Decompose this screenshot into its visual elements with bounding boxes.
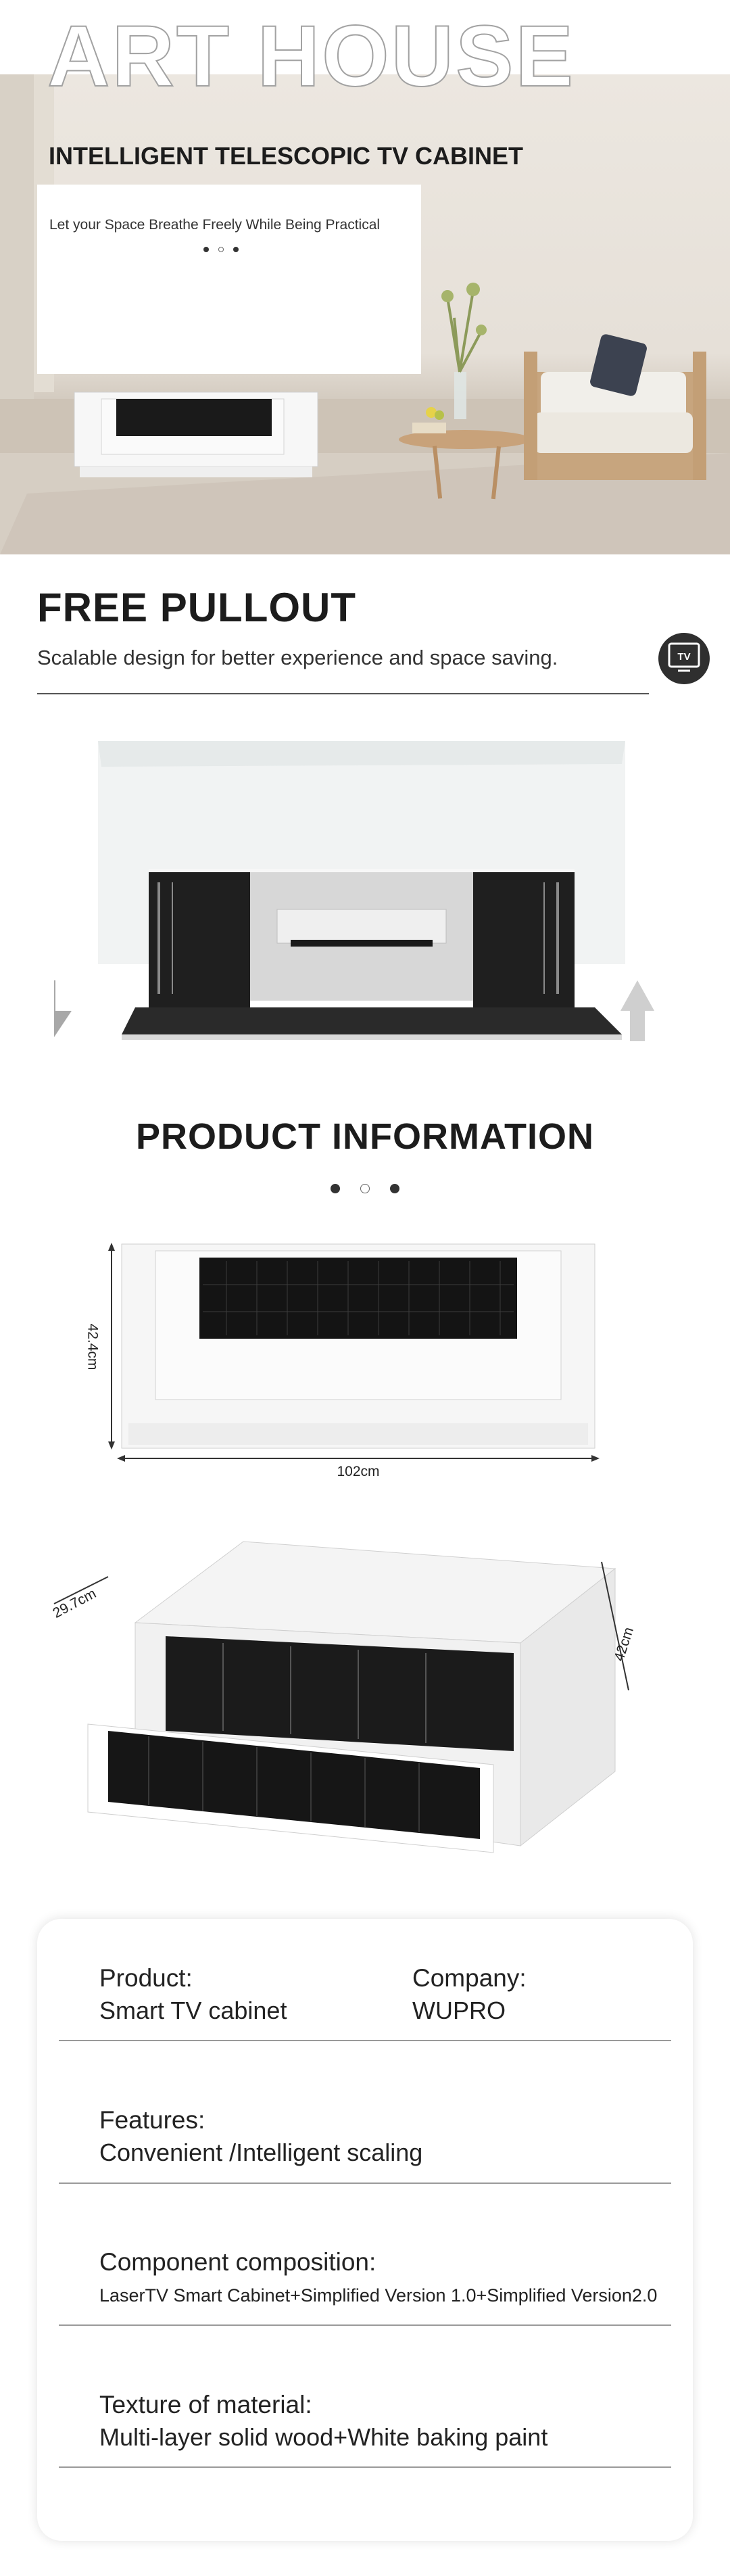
cabinet-front-dimension-image: 42.4cm 102cm [54,1231,662,1487]
product-value: Smart TV cabinet [99,1997,287,2024]
company-value: WUPRO [412,1997,506,2024]
cabinet-isometric-image: 29.7cm 42cm [47,1528,656,1880]
carousel-dot[interactable] [390,1184,399,1193]
cabinet-pullout-image [31,737,676,1048]
hero-text-card: Let your Space Breathe Freely While Bein… [37,185,421,374]
divider [59,2040,671,2041]
carousel-dot[interactable] [218,247,224,252]
composition-value: LaserTV Smart Cabinet+Simplified Version… [99,2285,658,2306]
composition-label: Component composition: [99,2248,376,2276]
divider [59,2183,671,2184]
divider [59,2324,671,2326]
texture-label: Texture of material: [99,2391,312,2418]
hero-carousel-dots [203,247,239,252]
arrow-down-icon [31,980,72,1041]
living-room-photo [0,74,730,554]
carousel-dot[interactable] [203,247,209,252]
width-dimension-label: 102cm [337,1464,380,1479]
carousel-dot[interactable] [360,1184,370,1193]
tv-badge: TV [658,633,710,684]
hero-subtitle: Let your Space Breathe Freely While Bein… [49,217,381,233]
arrow-up-icon [620,980,654,1041]
carousel-dot[interactable] [233,247,239,252]
product-carousel-dots [0,1184,730,1193]
carousel-dot[interactable] [331,1184,340,1193]
product-info-title: PRODUCT INFORMATION [136,1116,594,1157]
brand-watermark: ART HOUSE [47,8,575,105]
texture-value: Multi-layer solid wood+White baking pain… [99,2423,548,2451]
tv-icon: TV [667,642,701,676]
hero-banner: ART HOUSE INTELLIGENT TELESCOPIC TV CABI… [0,0,730,554]
features-value: Convenient /Intelligent scaling [99,2139,423,2166]
divider [37,693,649,694]
company-label: Company: [412,1964,527,1992]
spec-card: Product: Smart TV cabinet Company: WUPRO… [37,1919,693,2541]
hero-title: INTELLIGENT TELESCOPIC TV CABINET [49,142,524,170]
pullout-title: FREE PULLOUT [37,585,356,630]
pullout-description: Scalable design for better experience an… [37,646,558,669]
svg-text:TV: TV [677,651,690,663]
features-label: Features: [99,2106,205,2134]
height-dimension-label: 42.4cm [84,1323,101,1370]
product-label: Product: [99,1964,193,1992]
divider [59,2466,671,2468]
